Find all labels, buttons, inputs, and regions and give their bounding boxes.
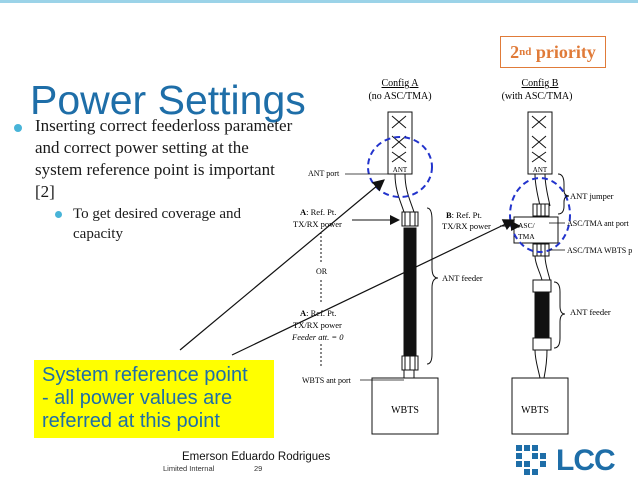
callout-line-1: System reference point <box>42 364 248 386</box>
callout-line-2: - all power values are <box>42 387 233 409</box>
callout-line-3: referred at this point <box>42 410 220 432</box>
asc-label-line2: TMA <box>518 232 535 241</box>
dashed-ellipse-a <box>367 136 433 198</box>
callout-arrow-b <box>231 219 516 356</box>
config-b-subtitle: (with ASC/TMA) <box>502 91 573 102</box>
antenna-b: ANT <box>527 111 553 175</box>
sub-bullet-dot <box>55 211 62 218</box>
footer-author: Emerson Eduardo Rodrigues <box>182 451 331 463</box>
asc-label-line1: ASC/ <box>518 221 536 230</box>
antenna-b-label: ANT <box>533 166 548 174</box>
bullet-dot <box>14 124 22 132</box>
footer-page-number: 29 <box>254 464 263 473</box>
dashed-ellipse-b <box>509 177 571 253</box>
reference-point-callout: System reference point - all power value… <box>34 360 274 438</box>
config-b-title: Config B <box>522 78 559 89</box>
bullet-1-text: Inserting correct feederloss parameter a… <box>35 116 293 201</box>
ant-feeder-b-label: ANT feeder <box>570 307 611 317</box>
ant-feeder-a-label: ANT feeder <box>442 273 483 283</box>
footer-classification: Limited Internal <box>163 464 215 473</box>
config-a-subtitle: (no ASC/TMA) <box>368 91 431 102</box>
ant-port-label: ANT port <box>308 169 340 178</box>
priority-number: 2 <box>510 41 520 62</box>
ref-a2-line1: A: Ref. Pt. <box>300 308 336 318</box>
ant-jumper-label: ANT jumper <box>570 191 614 201</box>
priority-word: priority <box>531 41 596 62</box>
wbts-b-label: WBTS <box>521 405 549 416</box>
wbts-a-label: WBTS <box>391 405 419 416</box>
feeder-b <box>513 173 559 379</box>
callout-arrow-a <box>179 179 385 351</box>
ref-a1-line2: TX/RX power <box>293 219 342 229</box>
antenna-a: ANT <box>387 111 413 175</box>
ref-a2-line2: TX/RX power <box>293 320 342 330</box>
wbts-ant-port-label: WBTS ant port <box>302 376 352 385</box>
or-label: OR <box>316 267 328 276</box>
ref-b-line1: B: Ref. Pt. <box>446 210 482 220</box>
slide-title: Power Settings <box>30 77 306 123</box>
ref-a2-line3: Feeder att. = 0 <box>291 332 344 342</box>
ref-a1-line1: A: Ref. Pt. <box>300 207 336 217</box>
asc-ant-port-label: ASC/TMA ant port <box>567 219 630 228</box>
lcc-logo-icon <box>516 445 546 475</box>
bullet-2-text: To get desired coverage and capacity <box>73 206 242 242</box>
feeder-a <box>394 173 419 380</box>
wbts-a-box <box>371 377 439 435</box>
antenna-a-label: ANT <box>393 166 408 174</box>
priority-suffix: nd <box>519 46 532 58</box>
wbts-b-box <box>511 377 569 435</box>
lcc-logo-text: LCC <box>556 444 616 477</box>
config-a-title: Config A <box>382 78 420 89</box>
ref-b-line2: TX/RX power <box>442 221 491 231</box>
top-accent-bar <box>0 0 638 3</box>
asc-wbts-port-label: ASC/TMA WBTS p <box>567 246 632 255</box>
